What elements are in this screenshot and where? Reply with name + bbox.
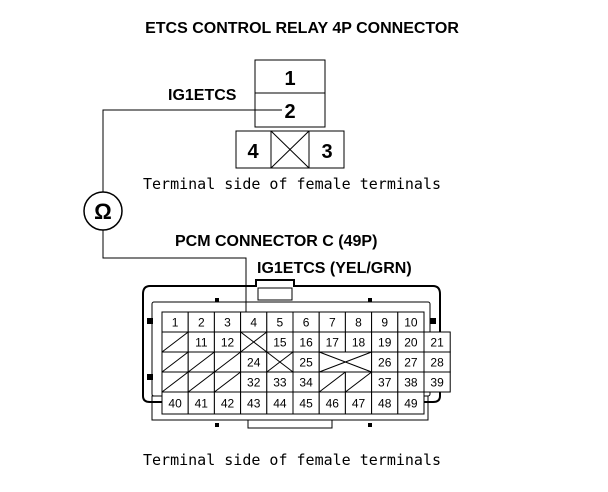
- pcm-terminal-18: 18: [352, 336, 366, 350]
- pcm-terminal-3: 3: [224, 316, 231, 330]
- relay-terminal-3: 3: [321, 141, 332, 163]
- pcm-terminal-10: 10: [404, 316, 418, 330]
- relay-caption: Terminal side of female terminals: [143, 175, 441, 193]
- pcm-terminal-45: 45: [299, 397, 313, 411]
- pcm-terminal-41: 41: [195, 397, 209, 411]
- pcm-terminal-4: 4: [250, 316, 257, 330]
- pcm-terminal-43: 43: [247, 397, 261, 411]
- pcm-terminal-27: 27: [404, 356, 418, 370]
- pcm-terminal-44: 44: [273, 397, 287, 411]
- pcm-terminal-1: 1: [172, 316, 179, 330]
- pcm-wire-label: IG1ETCS (YEL/GRN): [257, 260, 412, 277]
- pcm-terminal-7: 7: [329, 316, 336, 330]
- pcm-terminal-9: 9: [381, 316, 388, 330]
- relay-signal-label: IG1ETCS: [168, 87, 237, 104]
- pcm-terminal-40: 40: [168, 397, 182, 411]
- ohm-symbol: Ω: [94, 199, 112, 224]
- pcm-terminal-5: 5: [277, 316, 284, 330]
- relay-terminal-2: 2: [284, 101, 295, 123]
- pcm-terminal-15: 15: [273, 336, 287, 350]
- pcm-terminal-49: 49: [404, 397, 418, 411]
- pcm-terminal-37: 37: [378, 376, 392, 390]
- pcm-terminal-16: 16: [299, 336, 313, 350]
- pcm-caption: Terminal side of female terminals: [143, 451, 441, 469]
- pcm-terminal-33: 33: [273, 376, 287, 390]
- pcm-terminal-34: 34: [299, 376, 313, 390]
- pcm-terminal-8: 8: [355, 316, 362, 330]
- pcm-terminal-42: 42: [221, 397, 235, 411]
- pcm-terminal-2: 2: [198, 316, 205, 330]
- relay-connector: 1 2 3 4: [235, 59, 345, 169]
- pcm-terminal-24: 24: [247, 356, 261, 370]
- pcm-terminal-11: 11: [195, 336, 208, 350]
- ohmmeter-icon: Ω: [83, 191, 123, 231]
- pcm-terminal-46: 46: [326, 397, 340, 411]
- relay-connector-title: ETCS CONTROL RELAY 4P CONNECTOR: [145, 20, 459, 37]
- pcm-terminal-20: 20: [404, 336, 418, 350]
- pcm-terminal-32: 32: [247, 376, 261, 390]
- pcm-connector-title: PCM CONNECTOR C (49P): [175, 233, 377, 250]
- pcm-terminal-17: 17: [326, 336, 340, 350]
- pcm-terminal-12: 12: [221, 336, 235, 350]
- relay-terminal-4: 4: [247, 141, 259, 163]
- pcm-terminal-47: 47: [352, 397, 366, 411]
- pcm-terminal-39: 39: [430, 376, 444, 390]
- pcm-terminal-6: 6: [303, 316, 310, 330]
- pcm-terminal-25: 25: [299, 356, 313, 370]
- pcm-terminal-21: 21: [430, 336, 444, 350]
- pcm-terminal-38: 38: [404, 376, 418, 390]
- pcm-terminal-48: 48: [378, 397, 392, 411]
- pcm-terminal-28: 28: [430, 356, 444, 370]
- pcm-terminal-26: 26: [378, 356, 392, 370]
- pcm-terminal-19: 19: [378, 336, 392, 350]
- relay-terminal-1: 1: [284, 68, 295, 90]
